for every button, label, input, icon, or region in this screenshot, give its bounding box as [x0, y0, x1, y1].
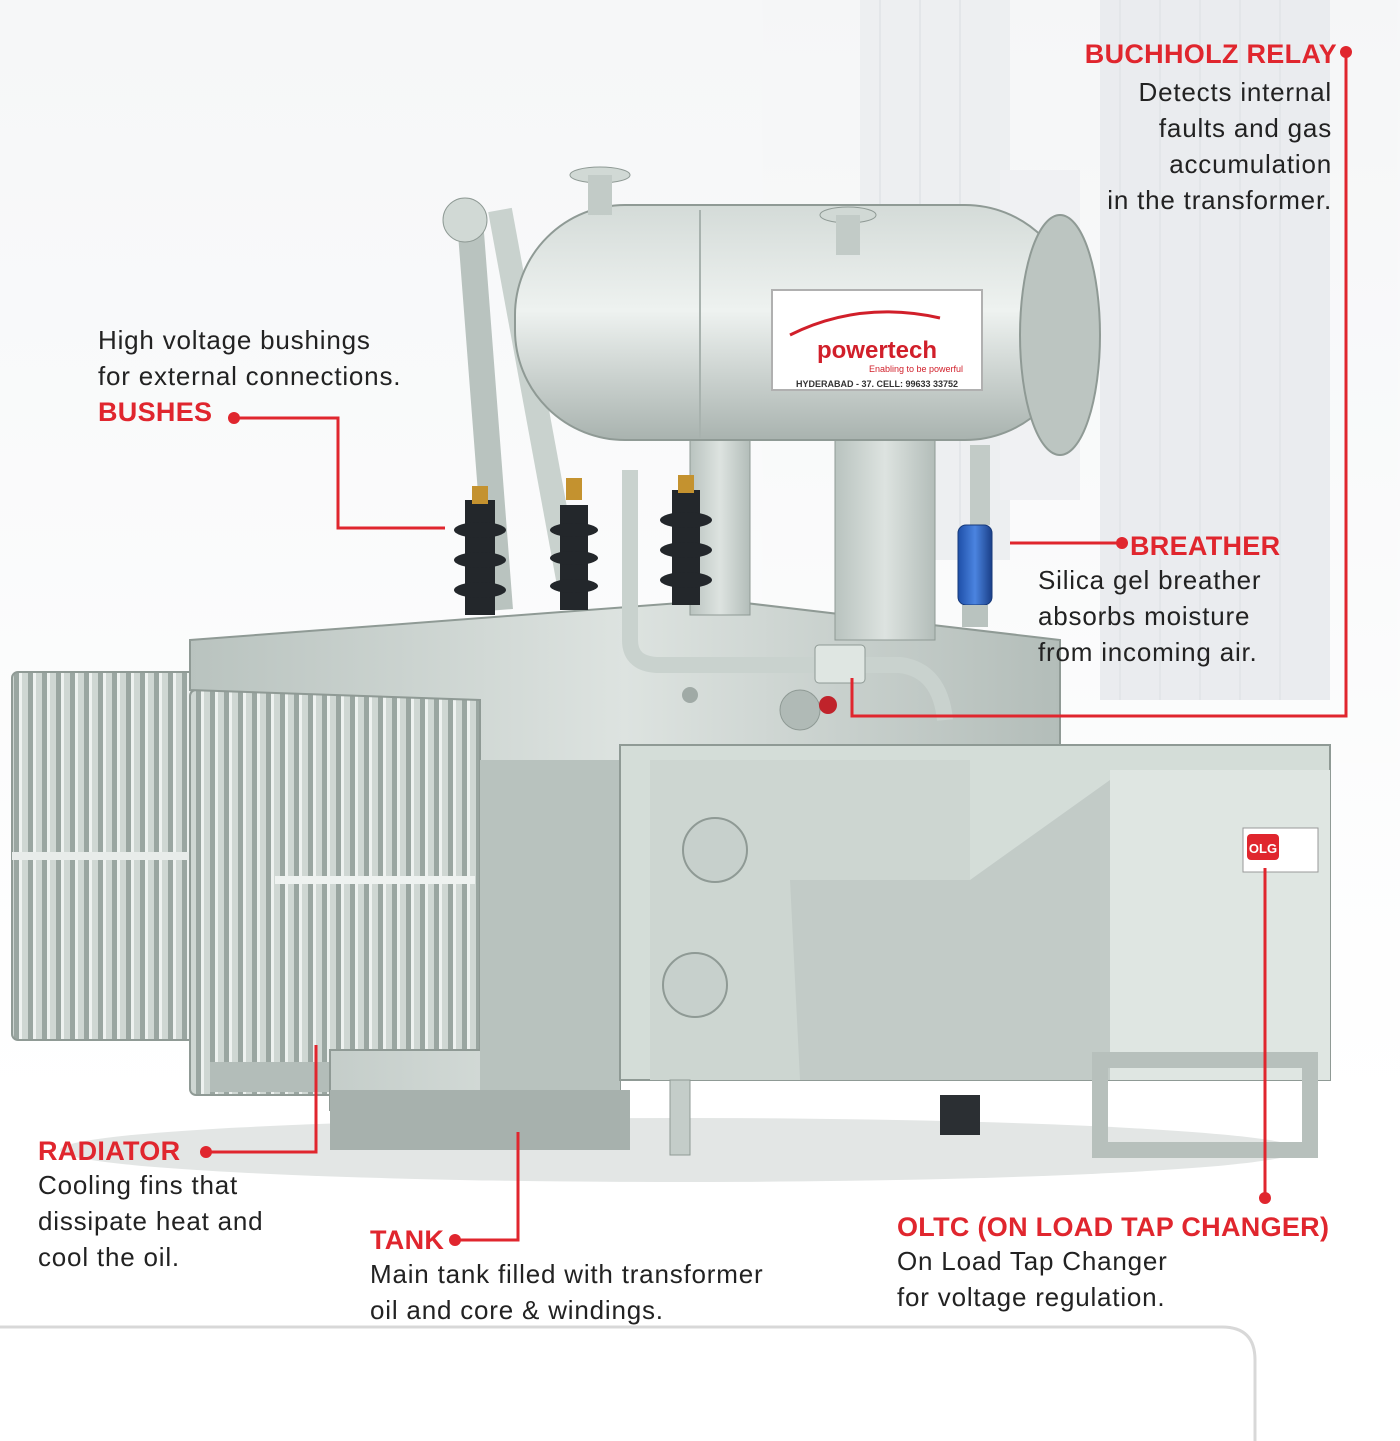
- buchholz-desc-line-2: faults and gas: [1158, 113, 1332, 143]
- breather-title: BREATHER: [1130, 531, 1281, 561]
- main-tank: [189, 598, 1061, 1150]
- radiator-desc-line-1: Cooling fins that: [38, 1170, 239, 1200]
- bushing-1: [454, 486, 506, 615]
- buchholz-desc-line-1: Detects internal: [1138, 77, 1332, 107]
- radiator-desc-line-2: dissipate heat and: [38, 1206, 264, 1236]
- tank-desc-line-2: oil and core & windings.: [370, 1295, 664, 1325]
- radiator-desc-line-3: cool the oil.: [38, 1242, 180, 1272]
- bushing-2: [550, 478, 598, 610]
- nameplate-tagline: Enabling to be powerful: [869, 364, 963, 374]
- radiator-front: [189, 689, 481, 1096]
- breather-desc-line-3: from incoming air.: [1038, 637, 1258, 667]
- powertech-nameplate: [771, 289, 983, 391]
- radiator-title: RADIATOR: [38, 1136, 181, 1166]
- oltc-nameplate: [1242, 827, 1319, 873]
- bushes-desc-line-1: High voltage bushings: [98, 325, 371, 355]
- bottom-frame: [0, 1325, 1257, 1441]
- callout-dots: [200, 46, 1352, 1246]
- oltc-desc-line-1: On Load Tap Changer: [897, 1246, 1168, 1276]
- leader-bushes: [236, 416, 445, 530]
- leader-tank: [456, 1132, 520, 1242]
- buchholz-relay: [814, 644, 866, 714]
- bushing-3: [660, 475, 712, 605]
- callout-tank: TANK Main tank filled with transformer o…: [370, 1224, 850, 1328]
- tank-title: TANK: [370, 1225, 445, 1255]
- nameplate-address: HYDERABAD - 37. CELL: 99633 33752: [796, 379, 958, 389]
- bushes-desc-line-2: for external connections.: [98, 361, 402, 391]
- oltc-box: [619, 744, 1331, 1158]
- callout-radiator: RADIATOR Cooling fins that dissipate hea…: [38, 1135, 338, 1275]
- breather-desc-line-1: Silica gel breather: [1038, 565, 1262, 595]
- callout-buchholz-relay: BUCHHOLZ RELAY Detects internal faults a…: [960, 38, 1337, 218]
- callout-bushes: High voltage bushings for external conne…: [98, 322, 478, 428]
- buchholz-desc-line-3: accumulation: [1169, 149, 1332, 179]
- callout-breather: BREATHER Silica gel breather absorbs moi…: [1038, 530, 1338, 670]
- oltc-title: OLTC (ON LOAD TAP CHANGER): [897, 1212, 1330, 1242]
- buchholz-title: BUCHHOLZ RELAY: [1084, 39, 1337, 69]
- hv-bushings: [454, 475, 712, 615]
- radiator-back: [11, 671, 208, 1041]
- buchholz-desc-line-4: in the transformer.: [1107, 185, 1332, 215]
- callout-leaders: [208, 52, 1348, 1242]
- oltc-plate-logo: OLG: [1249, 841, 1277, 856]
- bushes-title: BUSHES: [98, 397, 213, 427]
- leader-buchholz: [850, 52, 1348, 718]
- callout-oltc: OLTC (ON LOAD TAP CHANGER) On Load Tap C…: [897, 1211, 1377, 1315]
- tank-desc-line-1: Main tank filled with transformer: [370, 1259, 764, 1289]
- leader-radiator: [208, 1045, 318, 1154]
- oltc-desc-line-2: for voltage regulation.: [897, 1282, 1166, 1312]
- nameplate-brand: powertech: [817, 337, 937, 364]
- breather-desc-line-2: absorbs moisture: [1038, 601, 1251, 631]
- silica-gel-breather: [957, 445, 993, 627]
